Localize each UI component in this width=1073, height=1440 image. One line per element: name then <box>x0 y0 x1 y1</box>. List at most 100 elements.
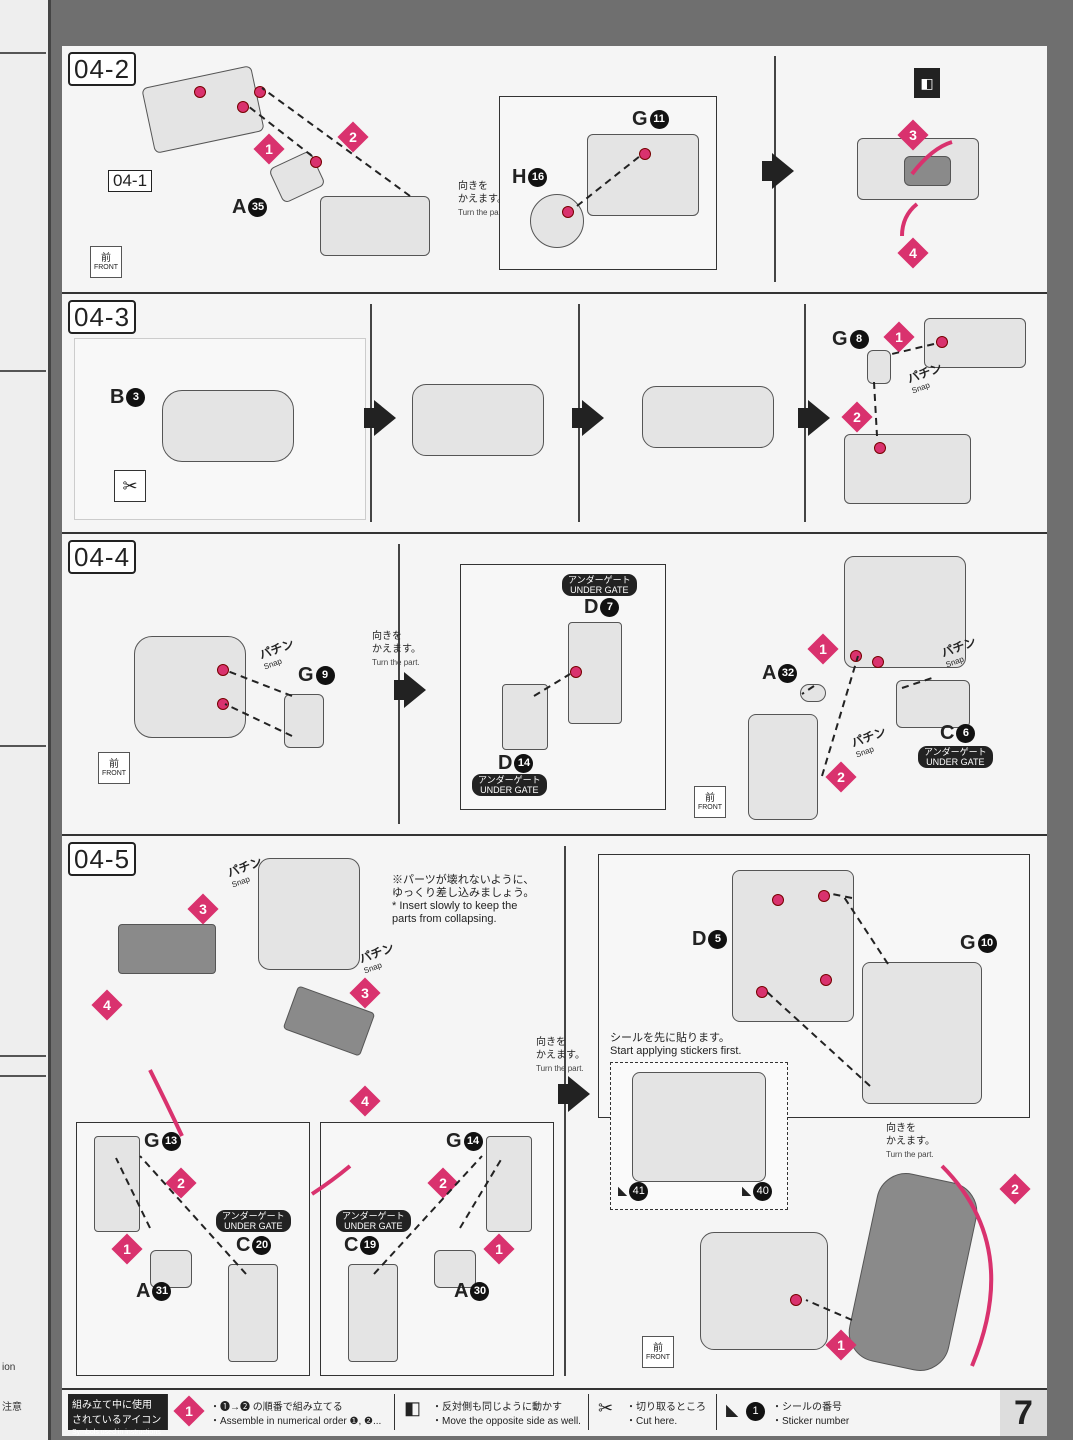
edge-text: 注意 <box>2 1402 22 1413</box>
proceed-arrow <box>762 161 772 181</box>
opposite-side-icon: ◧ <box>404 1398 422 1418</box>
proceed-arrow-icon <box>568 1076 590 1112</box>
armor-inner <box>632 1072 766 1182</box>
peg <box>756 986 768 998</box>
peg <box>820 974 832 986</box>
step-reference: 04-1 <box>108 170 153 192</box>
small-part <box>867 350 891 384</box>
armor-part <box>862 962 982 1104</box>
peg <box>639 148 651 160</box>
peg <box>772 894 784 906</box>
proceed-arrow <box>394 680 404 700</box>
proceed-arrow <box>572 408 582 428</box>
legend-cut: ✂・切り取るところ・Cut here. <box>592 1394 717 1430</box>
peg <box>818 890 830 902</box>
turn-note: 向きを かえます。Turn the part. <box>536 1037 585 1073</box>
frame-part <box>258 858 360 970</box>
step-number: 04-2 <box>68 52 137 86</box>
peg <box>217 664 229 676</box>
cut-icon: ✂ <box>598 1398 614 1418</box>
part-step <box>642 386 774 448</box>
recess <box>904 156 951 186</box>
disc-part <box>530 194 584 248</box>
plate-part <box>348 1264 398 1362</box>
legend-opposite: ◧・反対側も同じように動かす・Move the opposite side as… <box>398 1394 589 1430</box>
peg <box>936 336 948 348</box>
peg <box>850 650 862 662</box>
peg <box>790 1294 802 1306</box>
peg <box>872 656 884 668</box>
detail-box <box>460 564 666 810</box>
proceed-arrow-icon <box>374 400 396 436</box>
proceed-arrow-icon <box>404 672 426 708</box>
frame-part <box>844 434 971 504</box>
step-04-5: 04-5 ※パーツが壊れないように、 ゆっくり差し込みましょう。* Insert… <box>62 836 1047 1388</box>
plate-part <box>228 1264 278 1362</box>
small-part <box>150 1250 192 1288</box>
step-number: 04-4 <box>68 540 137 574</box>
armor-part <box>748 714 818 820</box>
plate-part <box>486 1136 532 1232</box>
peg <box>237 101 249 113</box>
frame-part <box>134 636 246 738</box>
page-number: 7 <box>1000 1390 1047 1436</box>
peg <box>310 156 322 168</box>
caution-note: ※パーツが壊れないように、 ゆっくり差し込みましょう。* Insert slow… <box>392 874 535 925</box>
proceed-arrow <box>364 408 374 428</box>
armor-part <box>896 680 970 728</box>
sticker-number: ◣41 <box>618 1182 649 1201</box>
plate-part <box>94 1136 140 1232</box>
legend-sticker: ◣1・シールの番号・Sticker number <box>726 1402 850 1427</box>
runner-part <box>162 390 294 462</box>
cut-icon: ✂ <box>114 470 146 502</box>
small-part <box>434 1250 476 1288</box>
divider <box>0 1055 46 1057</box>
part-step <box>412 384 544 456</box>
step-number: 04-3 <box>68 300 137 334</box>
armor-part-dark <box>118 924 216 974</box>
peg <box>194 86 206 98</box>
sticker-note: シールを先に貼ります。Start applying stickers first… <box>610 1032 742 1057</box>
sticker-number: ◣40 <box>742 1182 773 1201</box>
legend-order: 1・❶→❷ の順番で組み立てる・Assemble in numerical or… <box>172 1394 395 1430</box>
small-part <box>800 684 826 702</box>
assembly-lines <box>115 87 994 1367</box>
sticker-icon: ◣ <box>726 1402 739 1419</box>
previous-page-edge: ion 注意 <box>0 0 51 1440</box>
opposite-side-icon: ◧ <box>914 68 940 98</box>
turn-note: 向きを かえます。Turn the part. <box>372 631 421 667</box>
frame-part <box>587 134 699 216</box>
divider <box>0 52 46 54</box>
divider <box>0 745 46 747</box>
peg <box>217 698 229 710</box>
proceed-arrow <box>558 1084 568 1104</box>
proceed-arrow-icon <box>808 400 830 436</box>
step-number: 04-5 <box>68 842 137 876</box>
proceed-arrow <box>798 408 808 428</box>
